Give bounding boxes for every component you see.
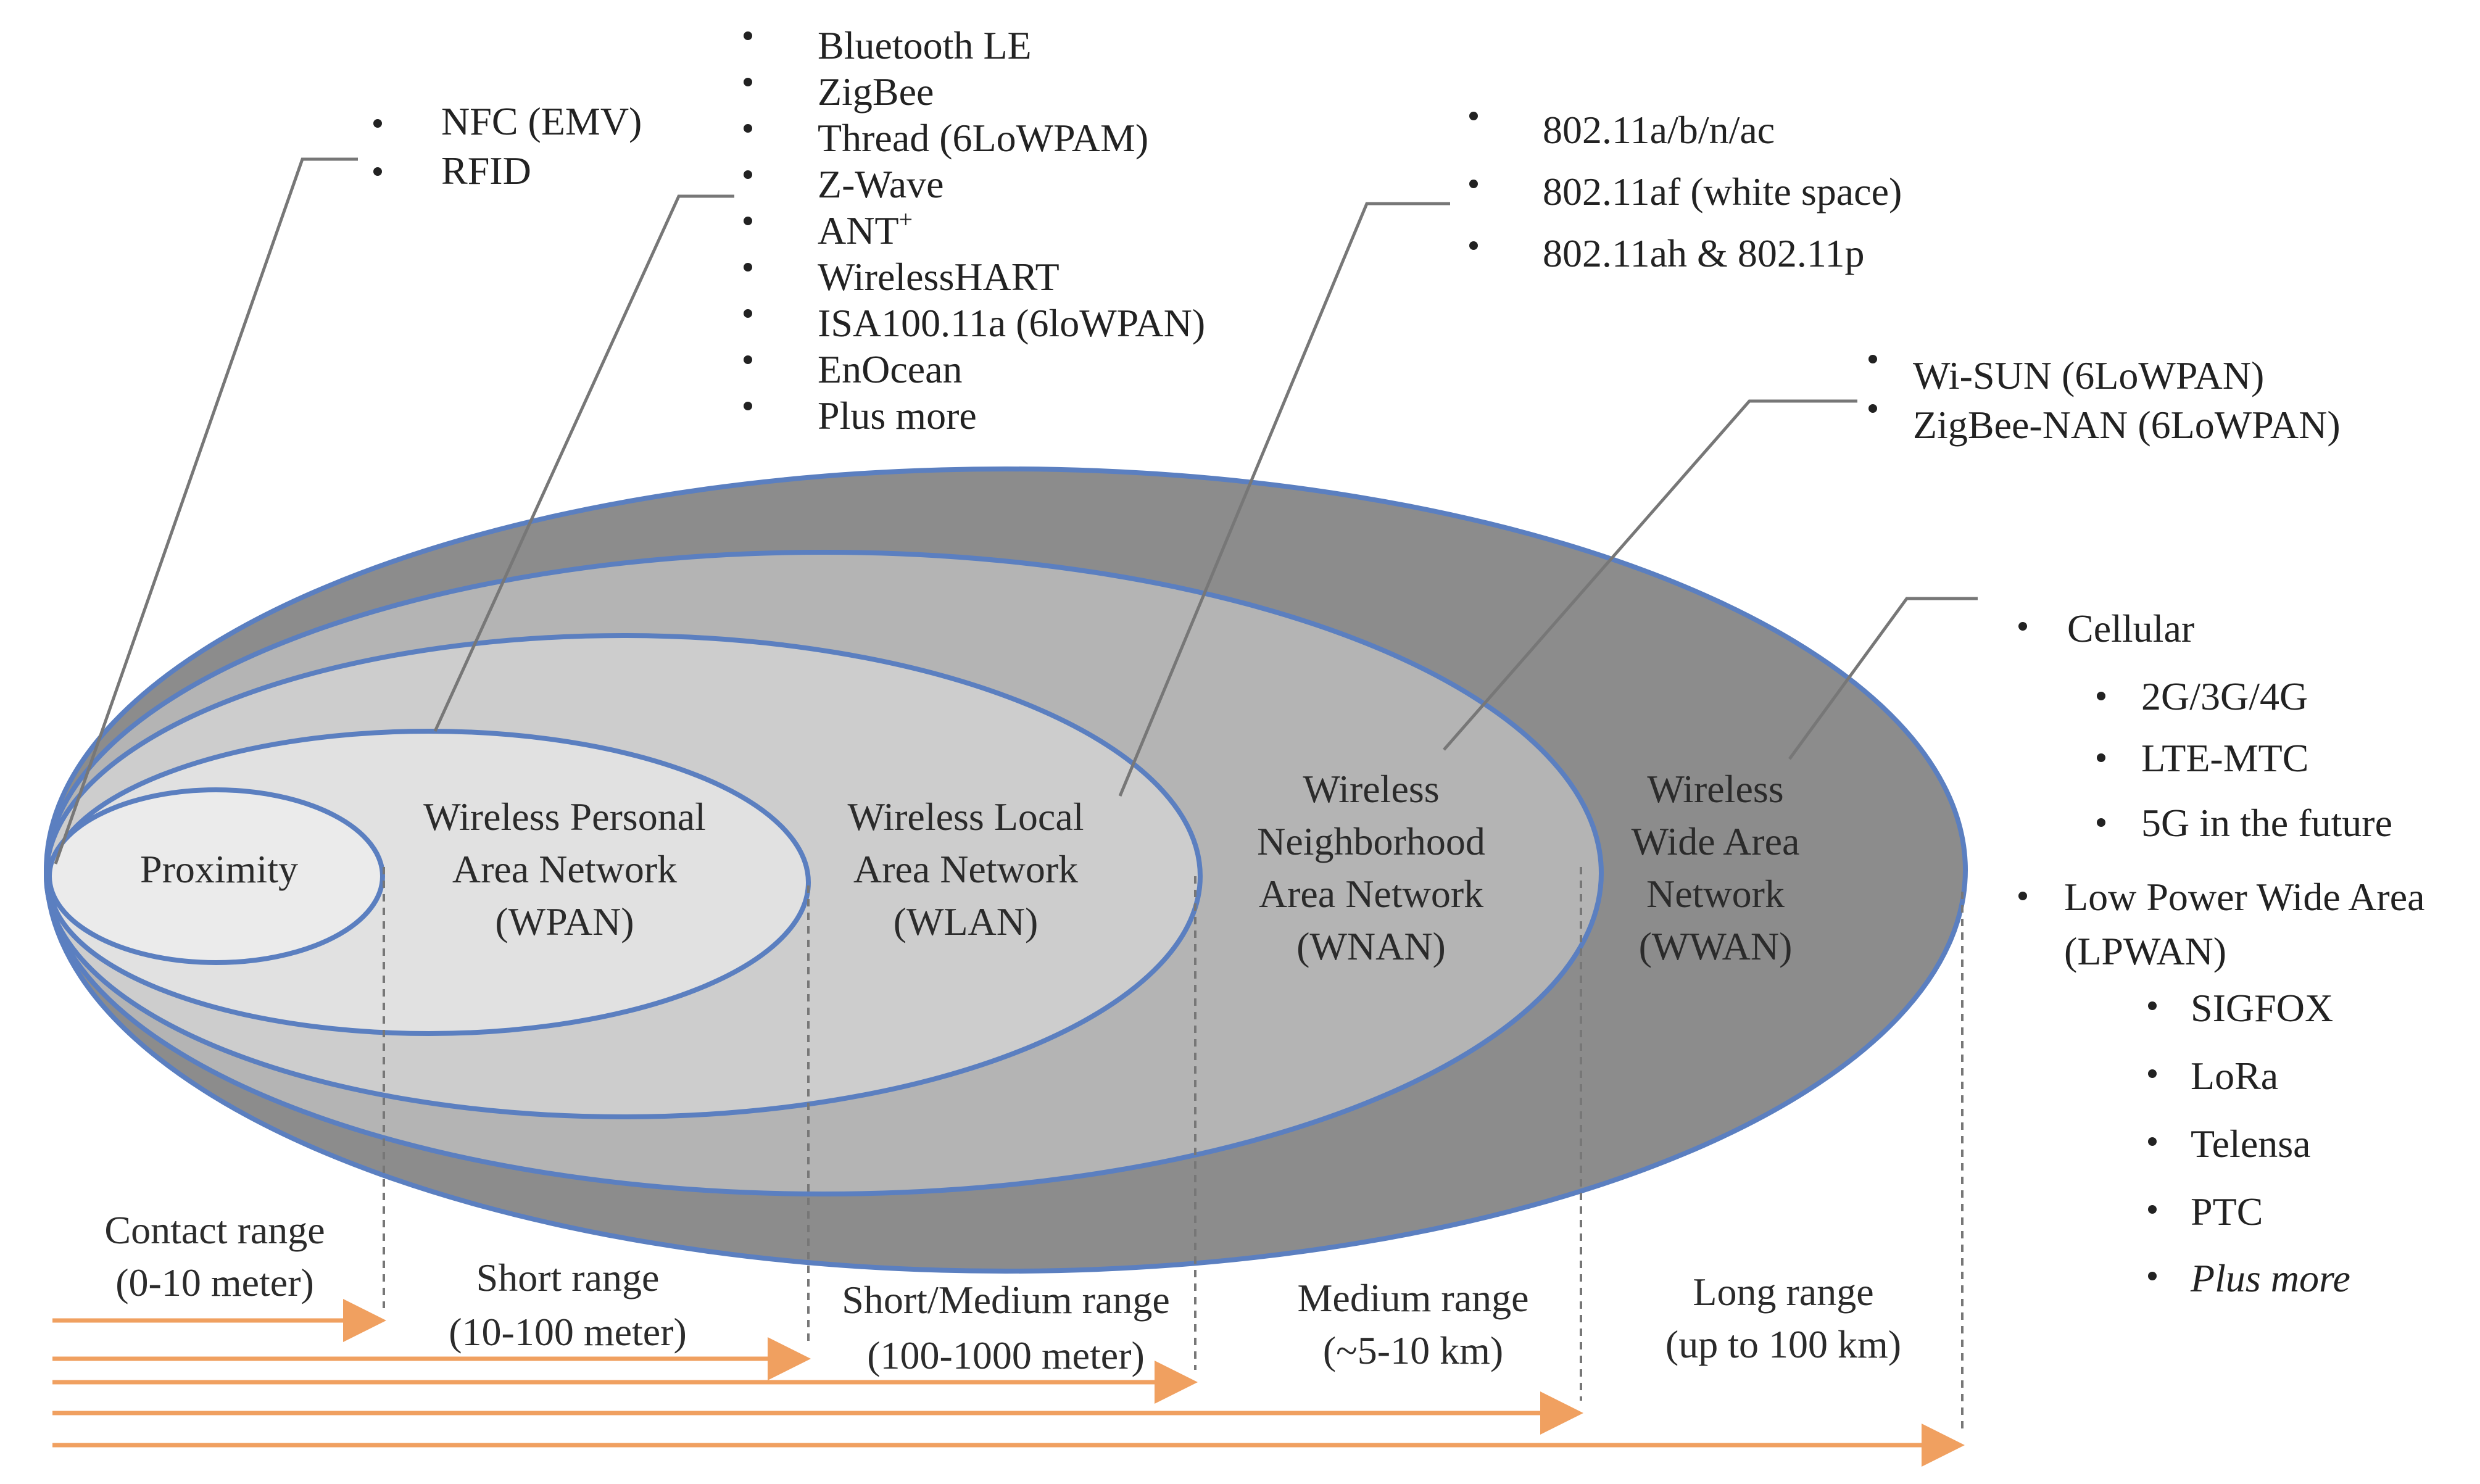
bullet-icon bbox=[2097, 753, 2105, 762]
bullet-icon bbox=[744, 309, 752, 318]
bullet-icon bbox=[2148, 1137, 2157, 1146]
bullet-icon bbox=[1868, 404, 1877, 413]
bullet-icon bbox=[744, 402, 752, 410]
bullet-icon bbox=[2097, 692, 2105, 700]
bullet-icon bbox=[373, 119, 382, 128]
range-ellipses bbox=[44, 466, 1968, 1274]
bullet-icon bbox=[2018, 622, 2027, 631]
bullet-icon bbox=[2148, 1272, 2157, 1280]
bullet-icon bbox=[744, 170, 752, 179]
callout-item: Thread (6LoWPAM) bbox=[818, 116, 1148, 160]
bullet-icon bbox=[2097, 818, 2105, 827]
callout-subitem: Plus more bbox=[2190, 1256, 2350, 1300]
wnan-label-line-3: Area Network bbox=[1259, 872, 1483, 916]
medium-range-label-line-2: (~5-10 km) bbox=[1323, 1329, 1503, 1372]
wnan-label-line-1: Wireless bbox=[1303, 767, 1439, 811]
leader-lines bbox=[54, 157, 1978, 864]
callout-item: Wi-SUN (6LoWPAN) bbox=[1913, 354, 2264, 397]
callout-subitem: Telensa bbox=[2191, 1122, 2311, 1166]
short-medium-range-label-line-1: Short/Medium range bbox=[842, 1278, 1169, 1322]
callout-item: Low Power Wide Area bbox=[2064, 875, 2425, 919]
callout-subitem: 5G in the future bbox=[2141, 801, 2392, 845]
wpan-label-line-1: Wireless Personal bbox=[423, 795, 706, 839]
callout-item: Plus more bbox=[818, 394, 977, 437]
bullet-icon bbox=[744, 124, 752, 133]
bullet-icon bbox=[1469, 112, 1478, 120]
wlan-label-line-2: Area Network bbox=[853, 847, 1078, 891]
wwan-label-line-2: Wide Area bbox=[1632, 819, 1800, 863]
bullet-icon bbox=[744, 355, 752, 364]
ant-text: ANT bbox=[818, 209, 899, 252]
long-range-label-line-2: (up to 100 km) bbox=[1665, 1322, 1901, 1366]
wnan-label-line-2: Neighborhood bbox=[1257, 819, 1485, 863]
short-range-label-line-2: (10-100 meter) bbox=[449, 1310, 687, 1354]
wlan-label-line-1: Wireless Local bbox=[847, 795, 1084, 839]
bullet-icon bbox=[744, 263, 752, 272]
wnan-label-line-4: (WNAN) bbox=[1296, 924, 1446, 968]
callout-item: 802.11af (white space) bbox=[1543, 170, 1902, 213]
wwan-label-line-1: Wireless bbox=[1647, 767, 1783, 811]
bullet-icon bbox=[744, 78, 752, 86]
bullet-icon bbox=[2148, 1205, 2157, 1214]
callout-subitem: LoRa bbox=[2191, 1054, 2278, 1098]
wwan-label-line-4: (WWAN) bbox=[1639, 924, 1793, 968]
bullet-icon bbox=[744, 217, 752, 225]
callout-item: ZigBee bbox=[818, 70, 934, 114]
callout-item: NFC (EMV) bbox=[441, 99, 642, 143]
wpan-label-line-3: (WPAN) bbox=[495, 900, 634, 943]
callout-item: 802.11ah & 802.11p bbox=[1543, 231, 1864, 275]
range-boundaries bbox=[383, 867, 1964, 1435]
callout-item: EnOcean bbox=[818, 347, 963, 391]
wlan-label-line-3: (WLAN) bbox=[894, 900, 1039, 943]
callout-item: Cellular bbox=[2067, 607, 2194, 650]
short-medium-range-label-line-2: (100-1000 meter) bbox=[867, 1333, 1145, 1377]
wnan-callout: Wi-SUN (6LoWPAN) ZigBee-NAN (6LoWPAN) bbox=[1868, 354, 2341, 447]
long-range-label-line-1: Long range bbox=[1693, 1270, 1873, 1314]
short-range-label-line-1: Short range bbox=[476, 1256, 660, 1300]
proximity-ellipse bbox=[47, 787, 385, 965]
callout-item: Z-Wave bbox=[818, 162, 944, 206]
wwan-label-line-3: Network bbox=[1646, 872, 1785, 916]
bullet-icon bbox=[744, 31, 752, 40]
callout-subitem: LTE-MTC bbox=[2141, 736, 2308, 780]
contact-range-label-line-1: Contact range bbox=[104, 1208, 325, 1252]
bullet-icon bbox=[1469, 180, 1478, 188]
callout-item: ANT+ bbox=[818, 205, 913, 252]
range-arrows bbox=[52, 1299, 1965, 1467]
proximity-callout: NFC (EMV) RFID bbox=[373, 99, 642, 193]
callout-item: ISA100.11a (6loWPAN) bbox=[818, 301, 1205, 345]
callout-subitem: PTC bbox=[2191, 1190, 2263, 1233]
proximity-label: Proximity bbox=[140, 847, 298, 891]
medium-range-label-line-1: Medium range bbox=[1298, 1276, 1529, 1320]
wpan-callout: Bluetooth LE ZigBee Thread (6LoWPAM) Z-W… bbox=[744, 23, 1205, 437]
ant-superscript: + bbox=[899, 205, 913, 233]
wwan-leader-line bbox=[1788, 597, 1978, 760]
zone-labels: Proximity Wireless Personal Area Network… bbox=[140, 767, 1799, 968]
bullet-icon bbox=[2148, 1069, 2157, 1078]
wnan-leader-line bbox=[1443, 399, 1857, 751]
callout-item: 802.11a/b/n/ac bbox=[1543, 108, 1775, 152]
callout-subitem: SIGFOX bbox=[2191, 986, 2333, 1030]
wpan-leader-line bbox=[433, 194, 734, 732]
range-labels: Contact range (0-10 meter) Short range (… bbox=[104, 1208, 1901, 1377]
wlan-leader-line bbox=[1118, 202, 1450, 797]
bullet-icon bbox=[1469, 241, 1478, 250]
wpan-label-line-2: Area Network bbox=[452, 847, 677, 891]
proximity-leader-line bbox=[54, 157, 358, 864]
callout-item: WirelessHART bbox=[818, 255, 1060, 299]
callout-item: Bluetooth LE bbox=[818, 23, 1032, 67]
callout-subitem: 2G/3G/4G bbox=[2141, 674, 2308, 718]
callout-item: (LPWAN) bbox=[2064, 929, 2226, 973]
callout-item: RFID bbox=[441, 149, 531, 193]
wlan-callout: 802.11a/b/n/ac 802.11af (white space) 80… bbox=[1469, 108, 1902, 275]
callout-item: ZigBee-NAN (6LoWPAN) bbox=[1913, 403, 2341, 447]
bullet-icon bbox=[1868, 355, 1877, 363]
wwan-callout: Cellular 2G/3G/4G LTE-MTC 5G in the futu… bbox=[2018, 607, 2425, 1300]
contact-range-label-line-2: (0-10 meter) bbox=[115, 1261, 314, 1304]
bullet-icon bbox=[373, 167, 382, 176]
bullet-icon bbox=[2148, 1001, 2157, 1010]
bullet-icon bbox=[2018, 892, 2027, 900]
